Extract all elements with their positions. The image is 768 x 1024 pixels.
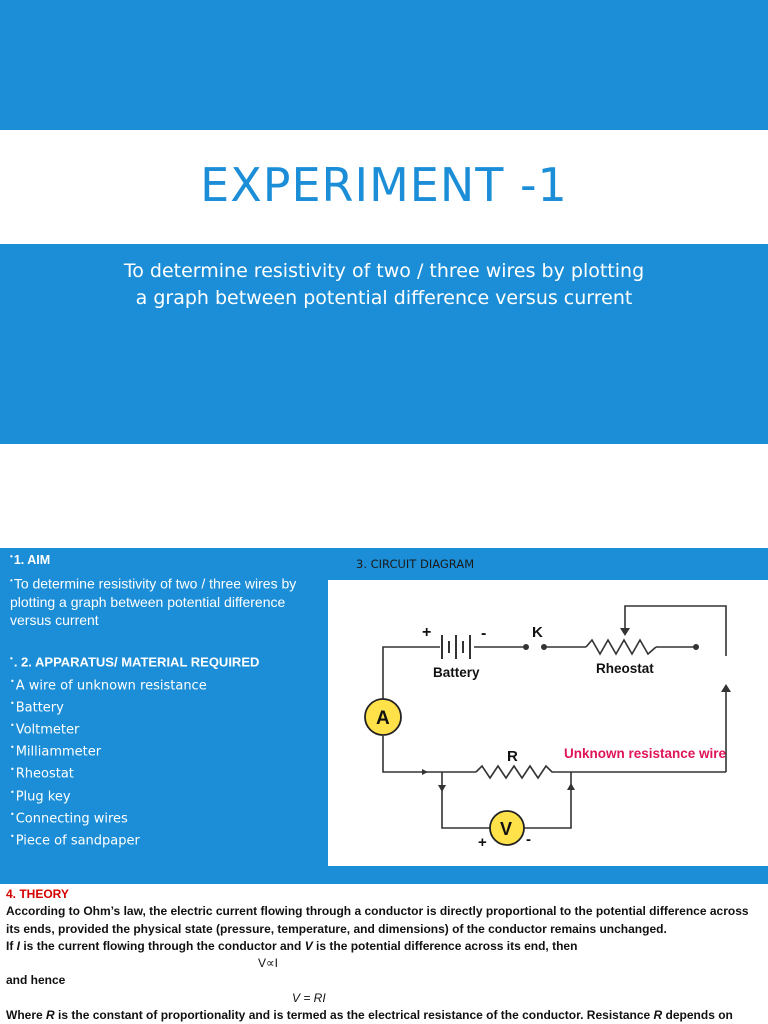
apparatus-item-text: Voltmeter bbox=[15, 722, 80, 738]
key-dot-left-icon bbox=[523, 644, 529, 650]
theory-para-2: If I is the current flowing through the … bbox=[6, 938, 764, 955]
apparatus-header-text: . 2. APPARATUS/ MATERIAL REQUIRED bbox=[13, 654, 260, 670]
slide-title: EXPERIMENT -1 bbox=[200, 158, 568, 212]
theory-text: If bbox=[6, 938, 17, 953]
theory-para-3: Where R is the constant of proportionali… bbox=[6, 1007, 764, 1024]
circuit-svg: + - Battery K Rheostat A R Unknown resis… bbox=[364, 605, 731, 851]
ammeter-label: A bbox=[376, 708, 390, 729]
slider-arrow-icon bbox=[620, 628, 630, 636]
ammeter-icon bbox=[364, 698, 402, 736]
apparatus-item-text: Piece of sandpaper bbox=[15, 833, 140, 849]
title-slide: EXPERIMENT -1 To determine resistivity o… bbox=[0, 0, 768, 444]
current-arrow-icon bbox=[721, 684, 731, 692]
theory-text: depends on bbox=[662, 1008, 733, 1023]
and-hence-text: and hence bbox=[6, 973, 66, 988]
circuit-diagram: + - Battery K Rheostat A R Unknown resis… bbox=[328, 580, 768, 866]
apparatus-item: •Voltmeter bbox=[10, 721, 80, 738]
current-arrow-icon bbox=[567, 783, 575, 790]
battery-plus-label: + bbox=[422, 624, 431, 641]
current-arrow-icon bbox=[422, 769, 428, 775]
apparatus-header: •. 2. APPARATUS/ MATERIAL REQUIRED bbox=[10, 654, 260, 670]
theory-text: Where bbox=[6, 1008, 47, 1023]
theory-var: R bbox=[46, 1008, 55, 1023]
apparatus-item: •Rheostat bbox=[10, 765, 74, 782]
theory-var: I bbox=[16, 938, 21, 953]
voltmeter-minus-label: - bbox=[526, 831, 531, 848]
apparatus-item-text: Connecting wires bbox=[15, 811, 128, 827]
theory-text: is the constant of proportionality and i… bbox=[54, 1008, 654, 1023]
resistor-icon bbox=[475, 764, 556, 780]
apparatus-item: •Milliammeter bbox=[10, 743, 102, 760]
voltmeter-icon bbox=[489, 810, 525, 846]
battery-label: Battery bbox=[433, 665, 480, 680]
subtitle-line-1: To determine resistivity of two / three … bbox=[123, 260, 645, 282]
apparatus-item-text: A wire of unknown resistance bbox=[15, 678, 207, 694]
circuit-wires bbox=[382, 605, 727, 829]
rheostat-icon bbox=[585, 638, 657, 656]
current-arrow-icon bbox=[438, 785, 446, 792]
theory-var: R bbox=[653, 1008, 663, 1023]
aim-header: •1. AIM bbox=[10, 552, 51, 568]
top-blue-band bbox=[0, 0, 768, 130]
key-label: K bbox=[532, 624, 543, 641]
apparatus-item-text: Rheostat bbox=[15, 766, 74, 782]
key-dot-right-icon bbox=[541, 644, 547, 650]
theory-var: V bbox=[304, 938, 313, 953]
battery-icon bbox=[441, 635, 471, 659]
resistor-label: R bbox=[507, 748, 518, 765]
formula-proportional: V∝I bbox=[258, 956, 278, 971]
battery-minus-label: - bbox=[481, 625, 486, 642]
slide-subtitle: To determine resistivity of two / three … bbox=[60, 258, 708, 312]
apparatus-item-text: Milliammeter bbox=[15, 744, 102, 760]
theory-heading: 4. THEORY bbox=[6, 887, 69, 901]
apparatus-item: •Piece of sandpaper bbox=[10, 832, 140, 849]
aim-text-content: To determine resistivity of two / three … bbox=[10, 575, 297, 628]
apparatus-item-text: Battery bbox=[15, 700, 64, 716]
theory-section: 4. THEORY According to Ohm’s law, the el… bbox=[6, 886, 764, 1024]
terminal-dot-icon bbox=[693, 644, 699, 650]
content-slide: •1. AIM •To determine resistivity of two… bbox=[0, 548, 768, 884]
apparatus-item: •A wire of unknown resistance bbox=[10, 677, 207, 694]
wire-label: Unknown resistance wire bbox=[564, 746, 727, 761]
theory-text: is the potential difference across its e… bbox=[312, 938, 578, 953]
voltmeter-plus-label: + bbox=[478, 834, 487, 851]
apparatus-item: •Plug key bbox=[10, 788, 71, 805]
circuit-diagram-title: 3. CIRCUIT DIAGRAM bbox=[356, 557, 475, 571]
rheostat-label: Rheostat bbox=[596, 661, 654, 676]
theory-para-1: According to Ohm’s law, the electric cur… bbox=[6, 904, 749, 936]
apparatus-item: •Battery bbox=[10, 699, 64, 716]
formula-ohm: V = RI bbox=[292, 990, 326, 1005]
voltmeter-label: V bbox=[500, 819, 512, 839]
aim-text: •To determine resistivity of two / three… bbox=[10, 575, 297, 628]
subtitle-band bbox=[0, 244, 768, 444]
apparatus-item-text: Plug key bbox=[15, 789, 71, 805]
theory-text: is the current flowing through the condu… bbox=[20, 938, 305, 953]
apparatus-item: •Connecting wires bbox=[10, 810, 128, 827]
aim-header-text: 1. AIM bbox=[13, 553, 51, 568]
title-area bbox=[0, 130, 768, 244]
subtitle-line-2: a graph between potential difference ver… bbox=[135, 287, 633, 309]
aim-apparatus-panel: •1. AIM •To determine resistivity of two… bbox=[6, 548, 324, 868]
